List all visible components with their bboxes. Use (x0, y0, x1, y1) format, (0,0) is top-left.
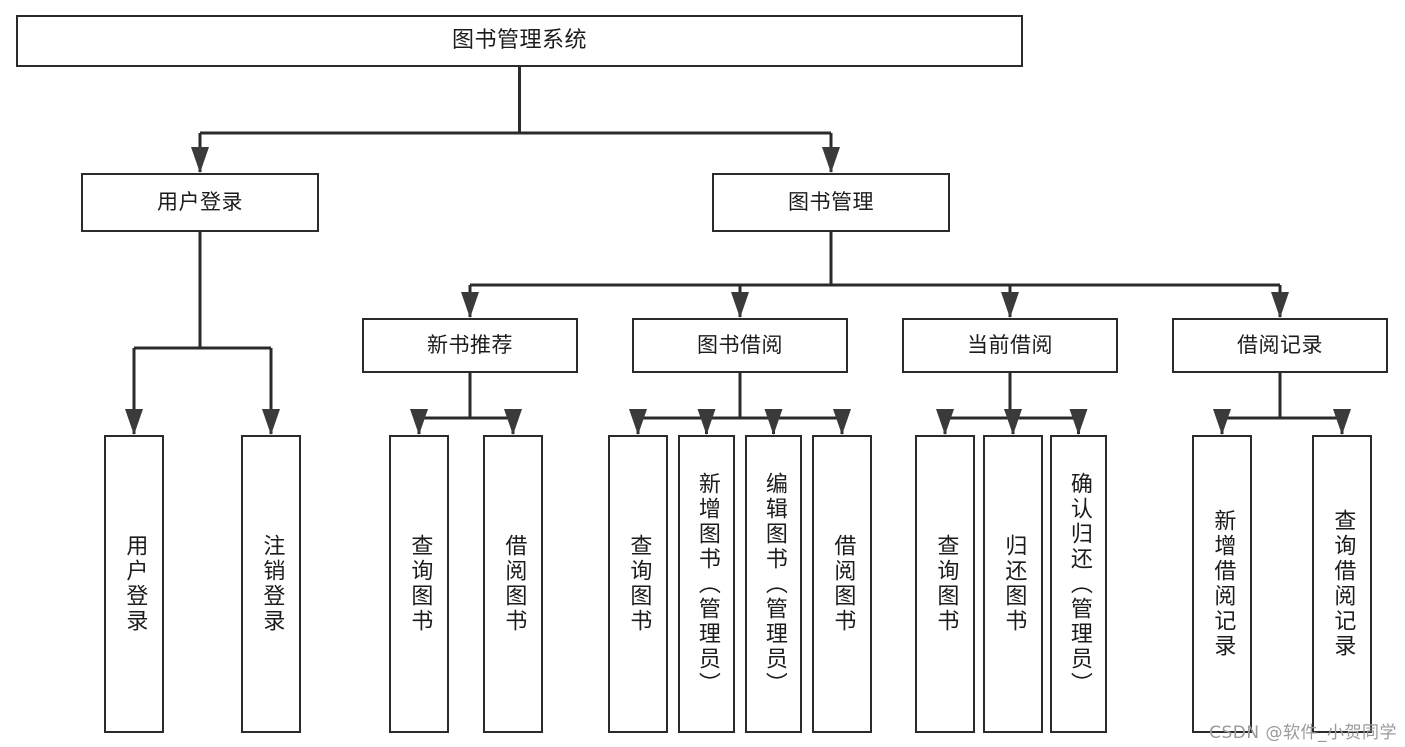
node-leaf-cur-2[interactable]: 归还图书 (983, 435, 1043, 733)
node-current[interactable]: 当前借阅 (902, 318, 1118, 373)
node-leaf-new-2[interactable]: 借阅图书 (483, 435, 543, 733)
node-leaf-borrow-3[interactable]: 编辑图书（管理员） (745, 435, 802, 733)
node-bookmgmt[interactable]: 图书管理 (712, 173, 950, 232)
node-label-leaf-login-2: 注销登录 (259, 534, 285, 634)
node-label-leaf-rec-1: 新增借阅记录 (1210, 509, 1236, 659)
node-login[interactable]: 用户登录 (81, 173, 319, 232)
node-leaf-borrow-2[interactable]: 新增图书（管理员） (678, 435, 735, 733)
node-label-leaf-borrow-1: 查询图书 (626, 534, 652, 634)
node-label-leaf-login-1: 用户登录 (122, 534, 148, 634)
node-label-leaf-new-2: 借阅图书 (501, 534, 527, 634)
node-label-leaf-borrow-4: 借阅图书 (830, 534, 856, 634)
node-label-bookmgmt: 图书管理 (788, 190, 874, 215)
node-label-leaf-new-1: 查询图书 (407, 534, 433, 634)
node-records[interactable]: 借阅记录 (1172, 318, 1388, 373)
node-label-leaf-cur-1: 查询图书 (933, 534, 959, 634)
node-leaf-login-1[interactable]: 用户登录 (104, 435, 164, 733)
node-leaf-login-2[interactable]: 注销登录 (241, 435, 301, 733)
node-label-leaf-cur-3: 确认归还（管理员） (1066, 471, 1092, 697)
node-label-records: 借阅记录 (1237, 333, 1323, 358)
node-leaf-rec-1[interactable]: 新增借阅记录 (1192, 435, 1252, 733)
node-leaf-rec-2[interactable]: 查询借阅记录 (1312, 435, 1372, 733)
node-leaf-cur-1[interactable]: 查询图书 (915, 435, 975, 733)
node-label-current: 当前借阅 (967, 333, 1053, 358)
node-root[interactable]: 图书管理系统 (16, 15, 1023, 67)
node-leaf-cur-3[interactable]: 确认归还（管理员） (1050, 435, 1107, 733)
node-label-leaf-rec-2: 查询借阅记录 (1330, 509, 1356, 659)
watermark-text: CSDN @软件_小贺同学 (1209, 723, 1397, 743)
node-label-leaf-cur-2: 归还图书 (1001, 534, 1027, 634)
node-label-newbook: 新书推荐 (427, 333, 513, 358)
node-label-root: 图书管理系统 (451, 28, 587, 54)
node-newbook[interactable]: 新书推荐 (362, 318, 578, 373)
node-label-leaf-borrow-2: 新增图书（管理员） (694, 471, 720, 697)
node-leaf-borrow-1[interactable]: 查询图书 (608, 435, 668, 733)
node-borrow[interactable]: 图书借阅 (632, 318, 848, 373)
node-label-login: 用户登录 (157, 190, 243, 215)
node-label-leaf-borrow-3: 编辑图书（管理员） (761, 471, 787, 697)
node-leaf-borrow-4[interactable]: 借阅图书 (812, 435, 872, 733)
node-leaf-new-1[interactable]: 查询图书 (389, 435, 449, 733)
node-label-borrow: 图书借阅 (697, 333, 783, 358)
